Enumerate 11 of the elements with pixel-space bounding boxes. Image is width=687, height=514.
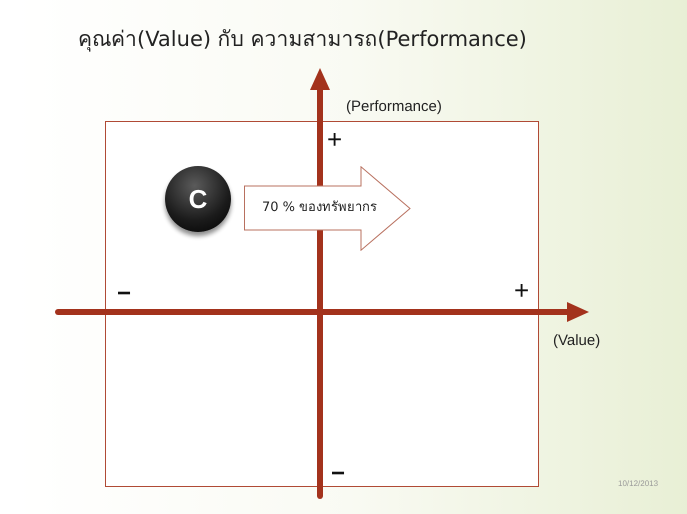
quadrant-frame [105,121,539,487]
block-arrow [244,166,411,251]
arrow-label: 70 % ของทรัพยากร [262,199,378,217]
minus-sign: − [331,462,346,486]
plus-sign: + [514,277,530,303]
title: คุณค่า(Value) กับ ความสามารถ(Performance) [78,26,527,54]
minus-sign: − [117,282,132,306]
plus-sign: + [327,126,342,152]
axis-label: (Value) [553,331,600,351]
date-label: 10/12/2013 [618,478,658,490]
axis-label: (Performance) [346,97,442,117]
